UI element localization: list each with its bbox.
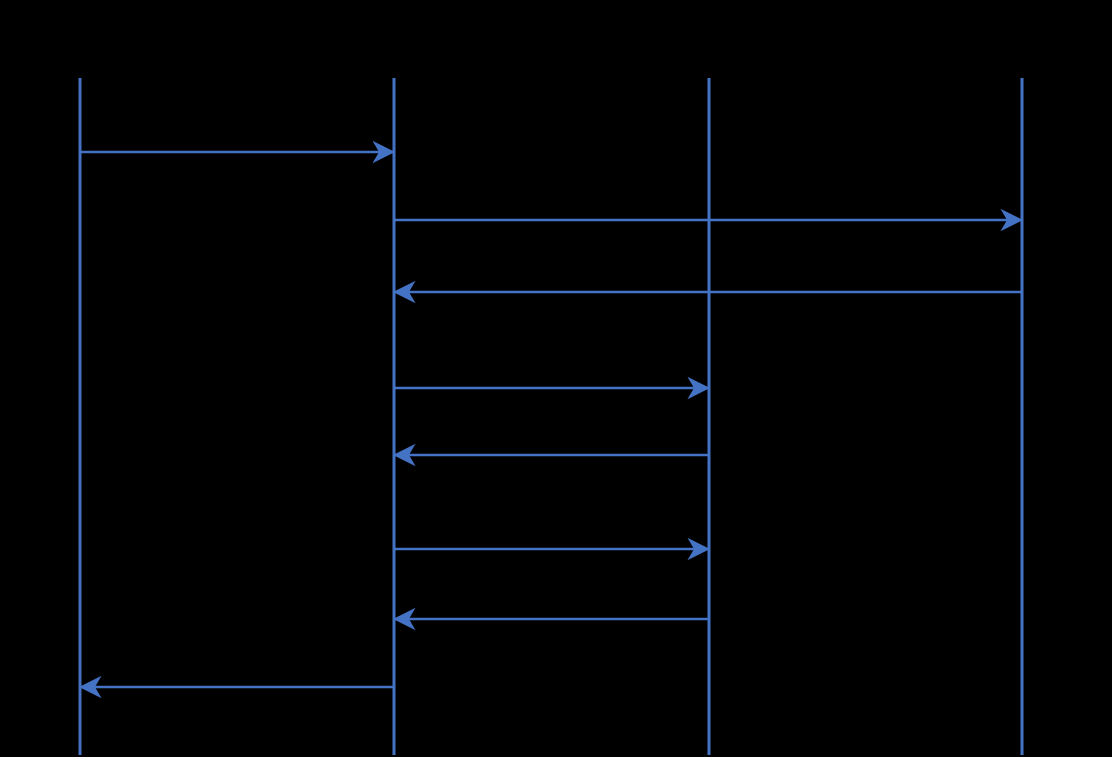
lifelines-group [78, 78, 1024, 755]
messages-group [79, 140, 1023, 699]
